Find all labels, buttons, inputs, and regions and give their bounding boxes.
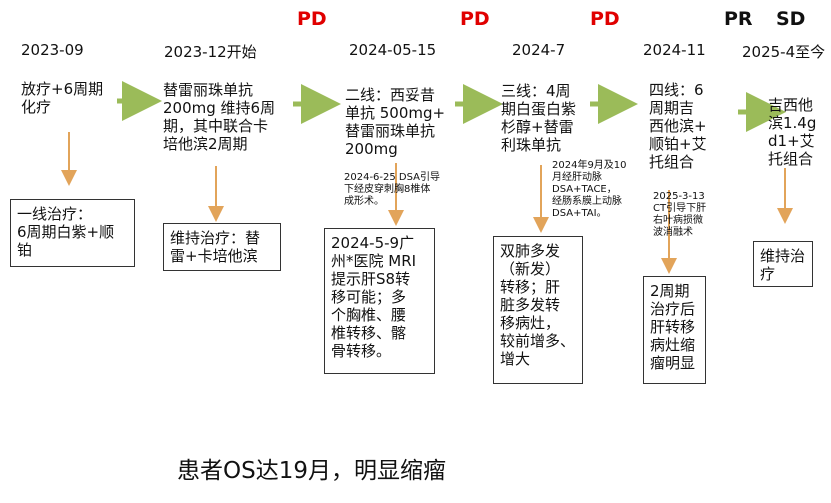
- regimen-2: 替雷丽珠单抗 200mg 维持6周 期，其中联合卡 培他滨2周期: [163, 81, 276, 153]
- summary-footer: 患者OS达19月，明显缩瘤: [177, 458, 446, 484]
- box-tumor-shrinkage: 2周期 治疗后 肝转移 病灶缩 瘤明显: [643, 276, 706, 384]
- status-sd: SD: [776, 8, 806, 30]
- regimen-1: 放疗+6周期 化疗: [21, 80, 104, 116]
- box-maintenance: 维持治疗：替 雷+卡培他滨: [163, 223, 281, 271]
- date-4: 2024-7: [512, 41, 566, 59]
- procedure-note-2: 2024年9月及10 月经肝动脉 DSA+TACE， 经肠系膜上动脉 DSA+T…: [552, 160, 627, 219]
- box-first-line: 一线治疗： 6周期白紫+顺 铂: [10, 199, 135, 267]
- regimen-5: 四线：6 周期吉 西他滨+ 顺铂+艾 托组合: [649, 81, 707, 171]
- status-pd-1: PD: [297, 8, 327, 30]
- regimen-6: 吉西他 滨1.4g d1+艾 托组合: [768, 96, 817, 168]
- regimen-3: 二线：西妥昔 单抗 500mg+ 替雷丽珠单抗 200mg: [345, 86, 446, 158]
- procedure-note-3: 2025-3-13 CT引导下肝 右叶病损微 波消融术: [653, 191, 707, 238]
- date-3: 2024-05-15: [349, 41, 437, 59]
- status-pr: PR: [724, 8, 753, 30]
- regimen-4: 三线：4周 期白蛋白紫 杉醇+替雷 利珠单抗: [501, 82, 577, 154]
- status-pd-2: PD: [460, 8, 490, 30]
- procedure-note-1: 2024-6-25 DSA引导 下经皮穿刺胸8椎体 成形术。: [344, 172, 441, 207]
- date-6: 2025-4至今: [742, 43, 826, 61]
- status-pd-3: PD: [590, 8, 620, 30]
- box-mri-finding: 2024-5-9广 州*医院 MRI 提示肝S8转 移可能；多 个胸椎、腰 椎转…: [324, 228, 435, 374]
- date-2: 2023-12开始: [164, 43, 257, 61]
- date-1: 2023-09: [21, 41, 84, 59]
- box-maintenance-2: 维持治 疗: [753, 241, 813, 287]
- box-lung-liver-metastasis: 双肺多发 （新发） 转移；肝 脏多发转 移病灶， 较前增多、 增大: [493, 236, 583, 384]
- date-5: 2024-11: [643, 41, 706, 59]
